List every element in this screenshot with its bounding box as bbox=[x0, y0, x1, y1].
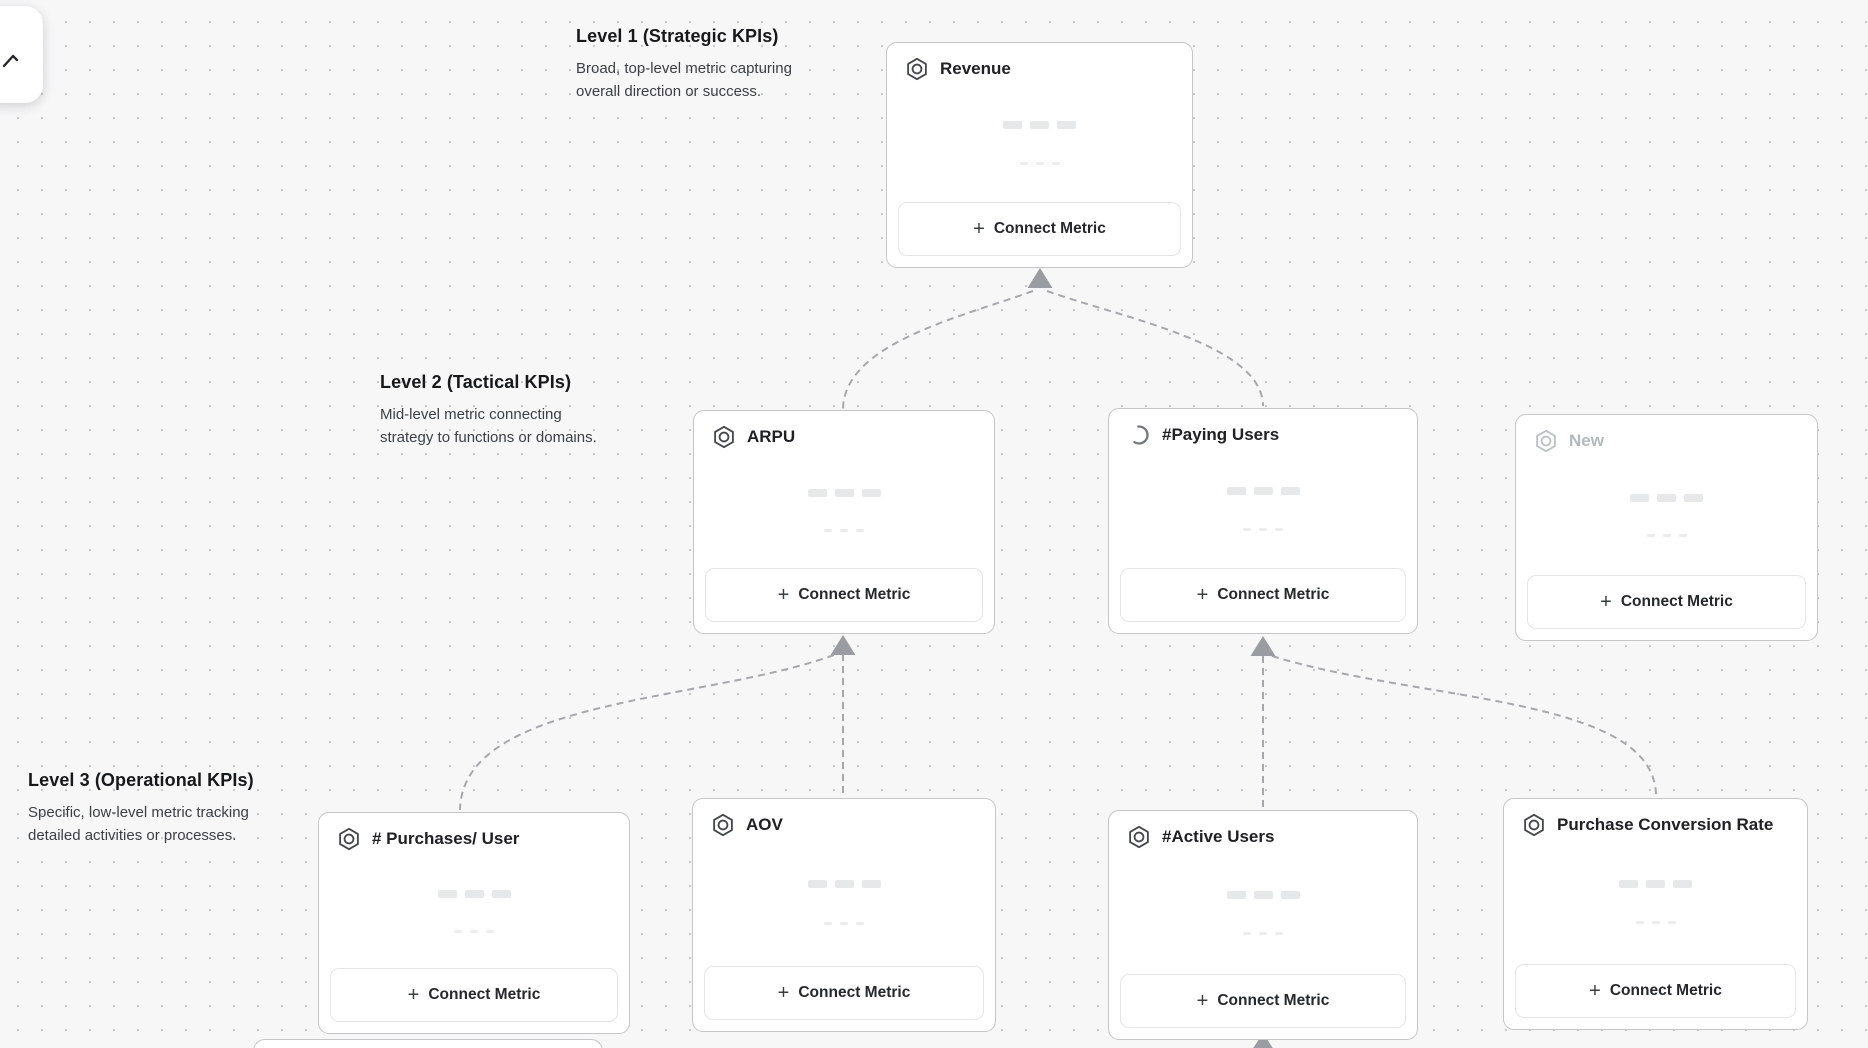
skeleton-placeholder-small bbox=[1504, 920, 1807, 924]
connect-metric-button[interactable]: + Connect Metric bbox=[1515, 964, 1796, 1018]
connector-arpu-revenue bbox=[842, 290, 1034, 411]
floating-tool-button[interactable] bbox=[0, 6, 43, 103]
arrow-into-payingusers bbox=[1250, 636, 1276, 656]
card-title: ARPU bbox=[747, 427, 796, 446]
skeleton-placeholder-small bbox=[694, 528, 994, 532]
connector-purchases-arpu bbox=[459, 654, 835, 811]
connect-metric-label: Connect Metric bbox=[1620, 593, 1733, 610]
connect-metric-label: Connect Metric bbox=[428, 986, 541, 1003]
plus-icon: + bbox=[1600, 591, 1612, 613]
section-level-1: Level 1 (Strategic KPIs) Broad, top-leve… bbox=[576, 26, 792, 103]
section-heading: Level 3 (Operational KPIs) bbox=[28, 770, 254, 790]
skeleton-placeholder bbox=[319, 890, 629, 898]
skeleton-placeholder-small bbox=[1109, 527, 1417, 531]
skeleton-placeholder bbox=[1504, 879, 1807, 888]
skeleton-placeholder-small bbox=[1516, 534, 1817, 538]
connect-metric-button[interactable]: + Connect Metric bbox=[704, 966, 984, 1020]
card-title: New bbox=[1569, 431, 1604, 450]
plus-icon: + bbox=[1589, 980, 1601, 1002]
skeleton-placeholder bbox=[1109, 487, 1417, 496]
section-heading: Level 1 (Strategic KPIs) bbox=[576, 26, 779, 46]
connect-metric-label: Connect Metric bbox=[1609, 982, 1722, 999]
connect-metric-button[interactable]: + Connect Metric bbox=[330, 968, 618, 1022]
connector-conversion-payingusers bbox=[1271, 655, 1657, 797]
connect-metric-button[interactable]: + Connect Metric bbox=[898, 202, 1181, 256]
section-heading: Level 2 (Tactical KPIs) bbox=[380, 372, 572, 392]
skeleton-placeholder-small bbox=[693, 921, 995, 925]
connect-metric-label: Connect Metric bbox=[1217, 586, 1330, 603]
hexagon-metric-icon bbox=[710, 812, 736, 838]
plus-icon: + bbox=[1196, 584, 1209, 606]
metric-card-arpu[interactable]: ARPU + Connect Metric bbox=[693, 410, 995, 634]
plus-icon: + bbox=[973, 218, 985, 240]
connector-payingusers-revenue bbox=[1046, 290, 1264, 407]
skeleton-placeholder bbox=[693, 880, 995, 889]
connect-metric-label: Connect Metric bbox=[993, 220, 1106, 237]
section-level-2: Level 2 (Tactical KPIs) Mid-level metric… bbox=[380, 372, 597, 449]
connect-metric-button[interactable]: + Connect Metric bbox=[705, 568, 983, 622]
metric-card-purchases-per-user[interactable]: # Purchases/ User + Connect Metric bbox=[318, 812, 630, 1034]
skeleton-placeholder-small bbox=[887, 161, 1192, 165]
hexagon-metric-icon bbox=[1521, 812, 1547, 838]
skeleton-placeholder bbox=[887, 121, 1192, 130]
connect-metric-label: Connect Metric bbox=[1217, 992, 1330, 1009]
metric-card-new[interactable]: New + Connect Metric bbox=[1515, 414, 1818, 641]
skeleton-placeholder-small bbox=[1109, 931, 1417, 935]
hexagon-metric-icon bbox=[904, 56, 930, 82]
metric-card-purchase-conversion-rate[interactable]: Purchase Conversion Rate + Connect Metri… bbox=[1503, 798, 1808, 1030]
metric-card-partial-bottom[interactable] bbox=[253, 1039, 603, 1048]
hexagon-metric-icon bbox=[1126, 824, 1152, 850]
section-level-3: Level 3 (Operational KPIs) Specific, low… bbox=[28, 770, 254, 847]
skeleton-placeholder bbox=[694, 488, 994, 497]
section-description: Specific, low-level metric tracking deta… bbox=[28, 804, 249, 844]
plus-icon: + bbox=[1196, 990, 1209, 1012]
skeleton-placeholder-small bbox=[319, 929, 629, 933]
section-description: Broad, top-level metric capturing overal… bbox=[576, 60, 792, 100]
card-title: #Active Users bbox=[1162, 827, 1275, 846]
cursor-tool-icon bbox=[2, 54, 19, 68]
skeleton-placeholder bbox=[1109, 890, 1417, 899]
connect-metric-label: Connect Metric bbox=[798, 586, 911, 603]
plus-icon: + bbox=[777, 584, 790, 606]
arrow-into-revenue bbox=[1027, 268, 1053, 288]
section-description: Mid-level metric connecting strategy to … bbox=[380, 406, 597, 446]
card-title: Purchase Conversion Rate bbox=[1557, 815, 1774, 834]
metric-card-aov[interactable]: AOV + Connect Metric bbox=[692, 798, 996, 1032]
card-title: AOV bbox=[746, 815, 783, 834]
metric-card-paying-users[interactable]: #Paying Users + Connect Metric bbox=[1108, 408, 1418, 634]
hexagon-metric-icon bbox=[711, 424, 737, 450]
skeleton-placeholder bbox=[1516, 493, 1817, 502]
loading-spinner-icon bbox=[1126, 422, 1152, 448]
card-title: #Paying Users bbox=[1162, 425, 1280, 444]
metric-card-active-users[interactable]: #Active Users + Connect Metric bbox=[1108, 810, 1418, 1040]
card-title: Revenue bbox=[940, 59, 1011, 78]
connect-metric-label: Connect Metric bbox=[798, 984, 911, 1001]
connect-metric-button[interactable]: + Connect Metric bbox=[1120, 568, 1406, 622]
card-title: # Purchases/ User bbox=[372, 829, 520, 848]
plus-icon: + bbox=[777, 982, 790, 1004]
hexagon-metric-icon bbox=[336, 826, 362, 852]
plus-icon: + bbox=[407, 984, 420, 1006]
hexagon-metric-icon bbox=[1533, 428, 1559, 454]
connect-metric-button[interactable]: + Connect Metric bbox=[1527, 575, 1806, 629]
connect-metric-button[interactable]: + Connect Metric bbox=[1120, 974, 1406, 1028]
metric-card-revenue[interactable]: Revenue + Connect Metric bbox=[886, 42, 1193, 268]
arrow-into-arpu bbox=[830, 635, 856, 655]
